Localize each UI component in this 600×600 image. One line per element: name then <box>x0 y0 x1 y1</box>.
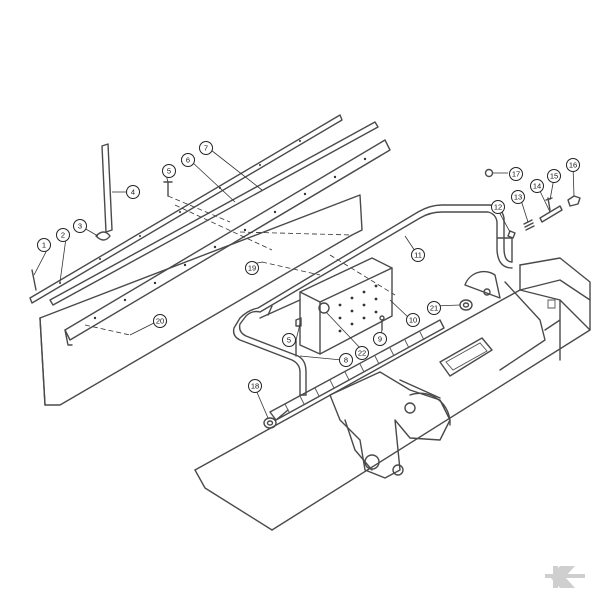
callout-5-top[interactable]: 5 <box>162 164 176 178</box>
callout-16[interactable]: 16 <box>566 158 580 172</box>
callout-18[interactable]: 18 <box>248 379 262 393</box>
callout-5-top-label: 5 <box>167 167 171 176</box>
callout-21-label: 21 <box>430 304 438 313</box>
mounting-plate <box>259 257 393 355</box>
callout-11-label: 11 <box>414 251 422 260</box>
callout-17-label: 17 <box>512 170 520 179</box>
callout-16-label: 16 <box>569 161 577 170</box>
bolt-5-lower <box>295 317 302 327</box>
callout-5-lower[interactable]: 5 <box>282 333 296 347</box>
hinge-bracket <box>329 371 451 479</box>
callout-18-label: 18 <box>251 382 259 391</box>
callout-2[interactable]: 2 <box>56 228 70 242</box>
callout-3-label: 3 <box>78 222 82 231</box>
hinge-bar <box>269 319 445 421</box>
leader-lines <box>33 149 575 419</box>
pin-parts <box>484 168 581 239</box>
callout-15-label: 15 <box>550 172 558 181</box>
callout-10-label: 10 <box>409 316 417 325</box>
disc-plate <box>464 270 501 299</box>
handle-4 <box>101 143 113 233</box>
callout-19-label: 19 <box>248 264 256 273</box>
callout-3[interactable]: 3 <box>73 219 87 233</box>
callout-13-label: 13 <box>514 193 522 202</box>
washer-21 <box>459 299 473 311</box>
callout-9-label: 9 <box>378 335 382 344</box>
nut-18 <box>263 409 289 429</box>
frame-beam <box>194 257 591 531</box>
callout-7[interactable]: 7 <box>199 141 213 155</box>
strip-6 <box>49 121 379 306</box>
callout-17[interactable]: 17 <box>509 167 523 181</box>
callout-13[interactable]: 13 <box>511 190 525 204</box>
callout-19[interactable]: 19 <box>245 261 259 275</box>
bolt-5-top <box>163 181 173 197</box>
callout-8[interactable]: 8 <box>339 353 353 367</box>
callout-14-label: 14 <box>533 182 541 191</box>
callout-6-label: 6 <box>186 156 190 165</box>
k-logo-icon <box>545 566 585 588</box>
callout-14[interactable]: 14 <box>530 179 544 193</box>
callout-4-label: 4 <box>131 188 135 197</box>
callout-12-label: 12 <box>494 203 502 212</box>
beam-window <box>439 337 493 377</box>
callout-22-label: 22 <box>358 349 366 358</box>
callout-12[interactable]: 12 <box>491 200 505 214</box>
callout-6[interactable]: 6 <box>181 153 195 167</box>
callout-21[interactable]: 21 <box>427 301 441 315</box>
callout-7-label: 7 <box>204 144 208 153</box>
callout-9[interactable]: 9 <box>373 332 387 346</box>
bolt-1 <box>31 269 37 291</box>
callout-22[interactable]: 22 <box>355 346 369 360</box>
strip-2 <box>29 114 343 304</box>
callout-11[interactable]: 11 <box>411 248 425 262</box>
callout-20-label: 20 <box>156 317 164 326</box>
callout-1[interactable]: 1 <box>37 238 51 252</box>
callout-1-label: 1 <box>42 241 46 250</box>
callout-4[interactable]: 4 <box>126 185 140 199</box>
bolt-9 <box>379 315 385 331</box>
callout-20[interactable]: 20 <box>153 314 167 328</box>
callout-15[interactable]: 15 <box>547 169 561 183</box>
callout-10[interactable]: 10 <box>406 313 420 327</box>
assembly-guide-lines <box>84 195 396 336</box>
cap-3 <box>95 231 111 241</box>
side-panel <box>39 194 363 406</box>
callout-5-lower-label: 5 <box>287 336 291 345</box>
angle-strip <box>64 139 391 346</box>
callout-2-label: 2 <box>61 231 65 240</box>
callout-8-label: 8 <box>344 356 348 365</box>
